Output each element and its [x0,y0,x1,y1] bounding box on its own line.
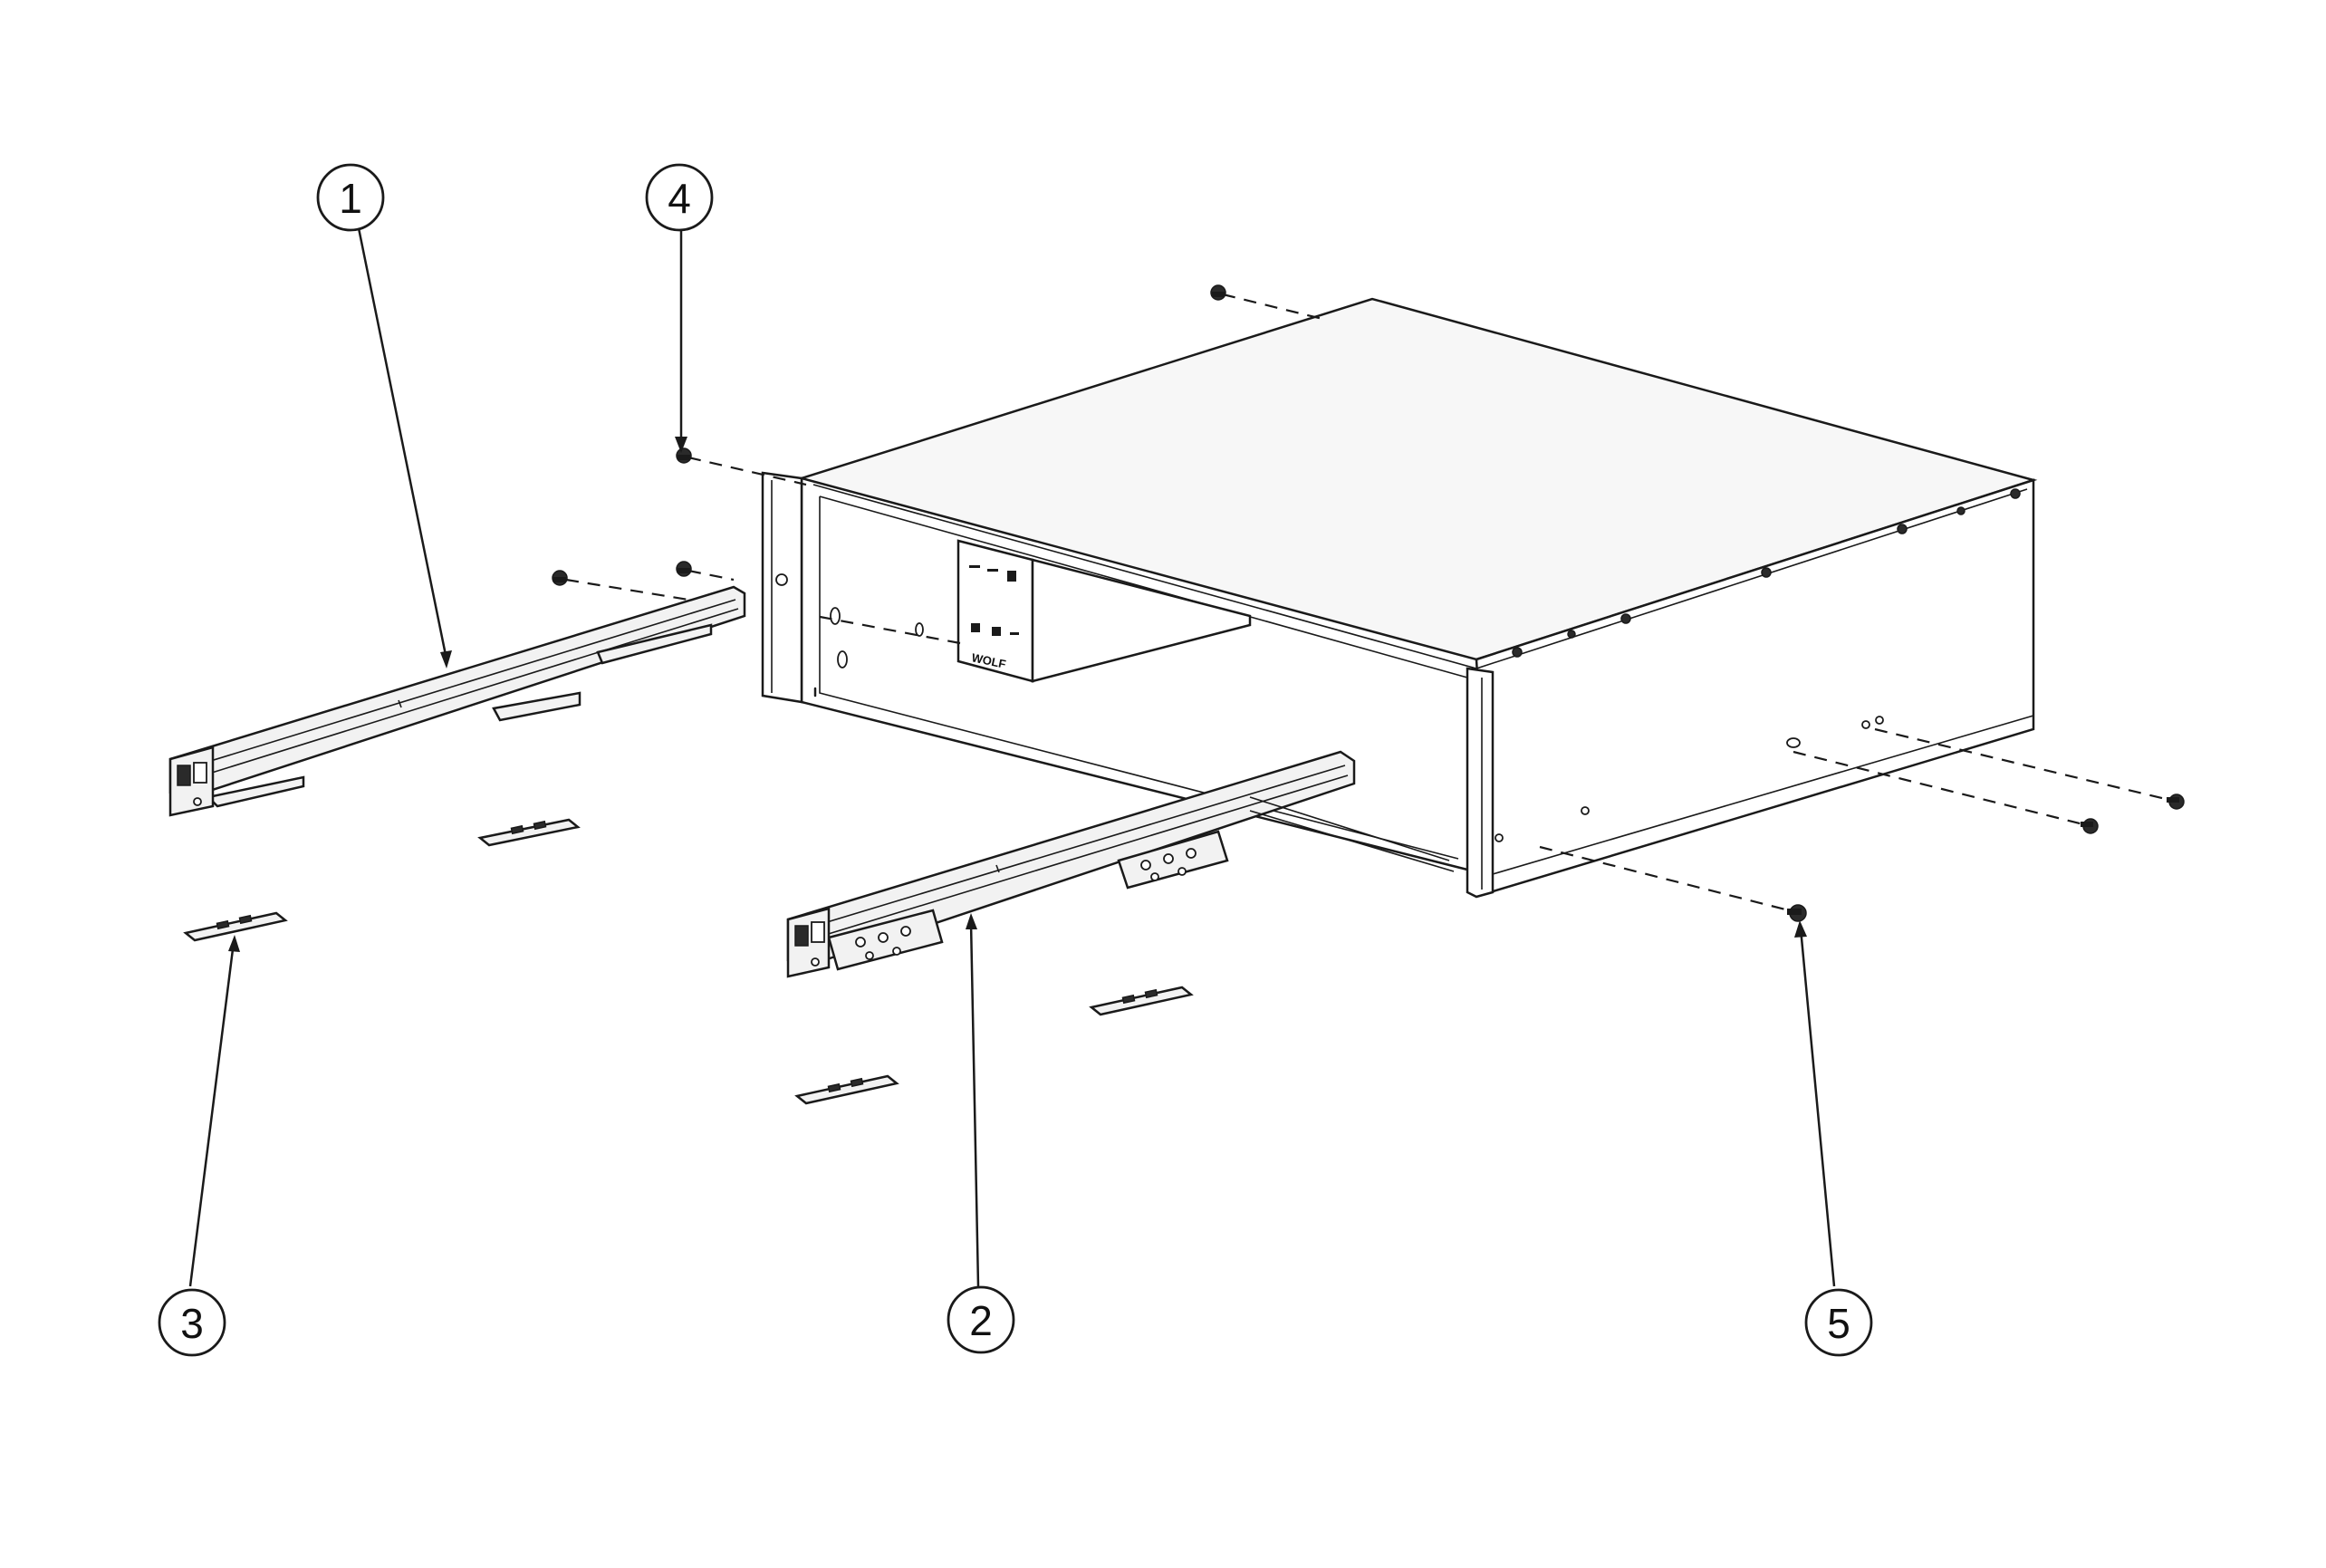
callout-4-label: 4 [668,175,691,222]
callout-1-label: 1 [339,175,362,222]
callout-1: 1 [316,163,385,232]
callout-5-label: 5 [1827,1300,1850,1347]
screw-item-4 [676,447,692,464]
leader-1 [357,227,448,660]
callout-3: 3 [158,1288,226,1357]
spacer-pads [183,818,1194,1105]
left-rail-body [168,585,746,799]
spacer-pad-3 [1089,986,1194,1016]
drawer-slide-left [168,585,746,817]
callout-2-label: 2 [969,1297,993,1344]
leader-3 [188,941,235,1287]
callout-2: 2 [947,1285,1015,1354]
callout-3-label: 3 [180,1300,204,1347]
leader-lines [188,227,1836,1287]
screw-left-1 [552,570,568,586]
screw-left-2 [676,561,692,577]
drawer-slide-right [786,750,1455,978]
screw-right-2 [2081,818,2099,834]
drawer-housing: WOLF [761,297,2038,899]
housing-right-flange [1466,667,1495,899]
spacer-pad-4 [794,1074,899,1105]
screw-item-5 [1787,904,1807,922]
housing-top-edge [812,484,2028,669]
assembly-lines [565,293,2170,912]
housing-top-holes [1512,488,2021,658]
spacer-pad-1 [477,818,581,847]
callout-5: 5 [1804,1288,1873,1357]
spacer-pad-2 [183,911,288,942]
leader-5 [1799,928,1836,1287]
callout-4: 4 [645,163,714,232]
control-box-side [1031,558,1252,683]
screw-top [1210,284,1226,301]
leader-2 [969,921,980,1287]
screw-right-1 [2167,794,2185,810]
housing-left-flange [761,471,803,704]
screws [552,284,2185,922]
